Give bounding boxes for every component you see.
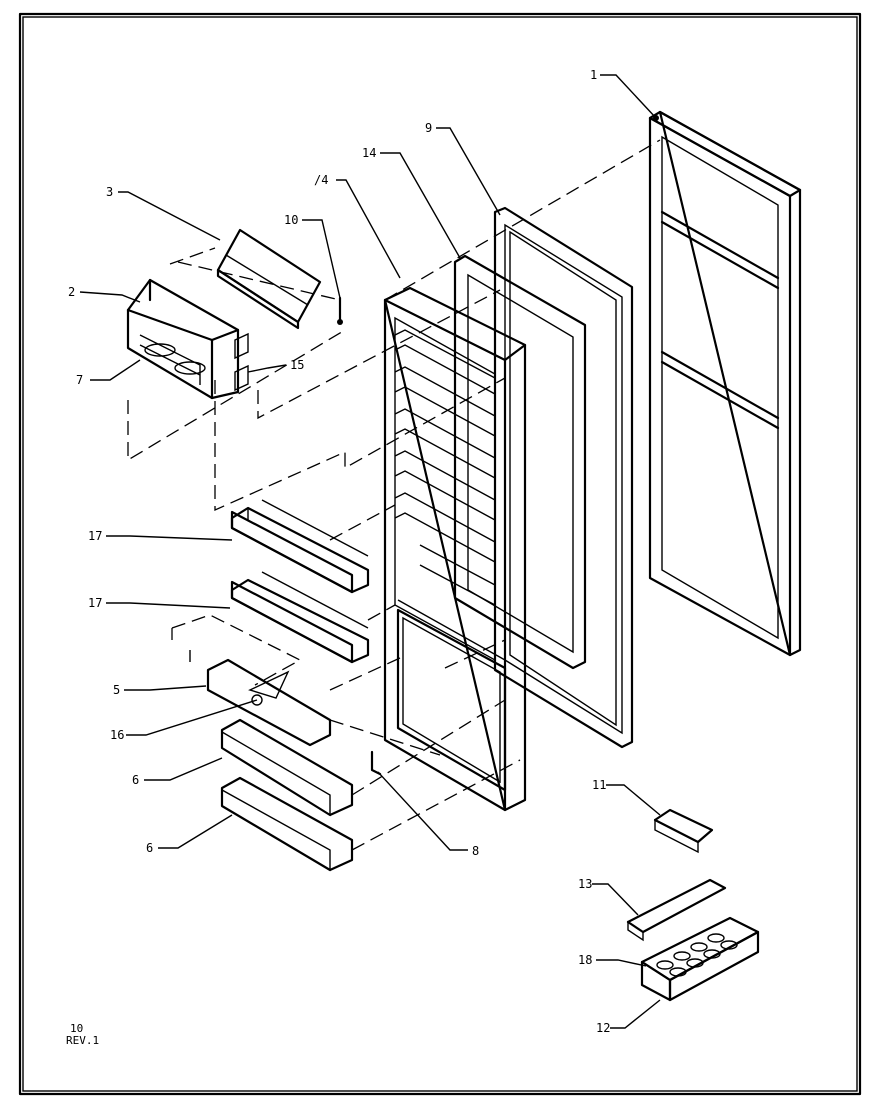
callout-17-lower: 17 bbox=[88, 596, 102, 610]
callout-16: 16 bbox=[110, 728, 124, 742]
callout-13: 13 bbox=[578, 877, 592, 891]
part-door-liner bbox=[383, 286, 527, 812]
revision-label: REV.1 bbox=[66, 1034, 99, 1047]
callout-2: 2 bbox=[68, 285, 75, 299]
part-liner-frame bbox=[453, 254, 587, 670]
callout-17-upper: 17 bbox=[88, 529, 102, 543]
part-door-bin-lower bbox=[220, 776, 354, 872]
callout-18: 18 bbox=[578, 953, 592, 967]
callout-14-liner: /4 bbox=[314, 173, 328, 187]
callout-7: 7 bbox=[76, 373, 83, 387]
part-shelf-bin-lower bbox=[230, 571, 370, 664]
assembly-lines bbox=[127, 139, 661, 851]
part-cover bbox=[216, 228, 322, 330]
callout-6-lower: 6 bbox=[146, 841, 153, 855]
part-shelf-bin-upper bbox=[230, 499, 370, 594]
callout-9: 9 bbox=[425, 121, 432, 135]
part-dairy-bracket bbox=[126, 278, 249, 400]
callout-15: 15 bbox=[290, 358, 304, 372]
part-ice-tray bbox=[640, 916, 760, 1002]
leader-lines bbox=[79, 74, 661, 1029]
page-border bbox=[18, 12, 862, 1096]
part-door-bin-upper bbox=[220, 718, 354, 817]
callout-10: 10 bbox=[284, 213, 298, 227]
page-border-inner bbox=[22, 16, 858, 1092]
page-number: 10 bbox=[70, 1022, 83, 1035]
callout-12: 12 bbox=[596, 1021, 610, 1035]
part-ice-tray-cover bbox=[626, 878, 727, 942]
part-door-outer-panel bbox=[648, 110, 802, 657]
part-butter-door bbox=[189, 650, 332, 747]
callout-1: 1 bbox=[590, 68, 597, 82]
callout-14-top: 14 bbox=[362, 146, 376, 160]
callout-5: 5 bbox=[113, 683, 120, 697]
callout-labels: 1 9 14 /4 3 10 2 15 7 17 17 5 16 6 6 8 1… bbox=[68, 68, 610, 1035]
part-screw bbox=[337, 296, 343, 325]
part-door-gasket bbox=[493, 206, 634, 749]
part-clip bbox=[370, 750, 382, 776]
part-small-tray bbox=[653, 808, 714, 854]
callout-3: 3 bbox=[106, 185, 113, 199]
callout-6-upper: 6 bbox=[132, 773, 139, 787]
callout-8: 8 bbox=[472, 844, 479, 858]
callout-11: 11 bbox=[592, 778, 606, 792]
